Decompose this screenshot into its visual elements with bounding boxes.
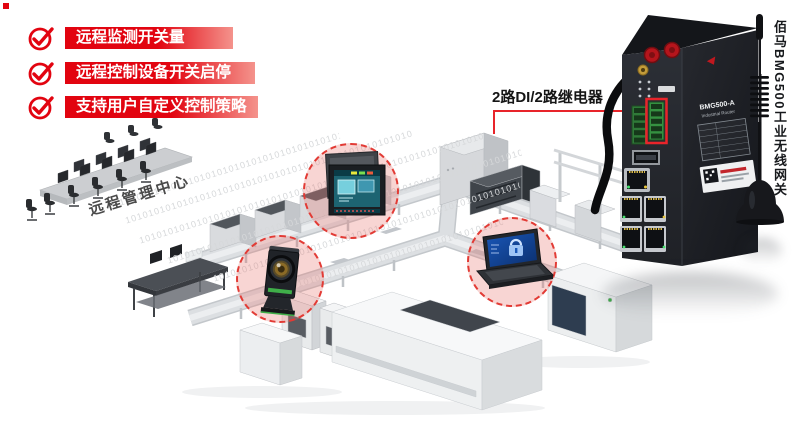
device-model-sub-text: Industrial Router <box>701 109 736 119</box>
whip-antenna <box>736 14 784 225</box>
office-chairs <box>26 118 163 221</box>
checkmark-circle-icon <box>27 59 55 87</box>
antenna-connector-knobs <box>637 41 681 76</box>
laptop-illustration <box>476 228 555 289</box>
feature-banner: 远程控制设备开关启停 <box>65 62 255 84</box>
lock-icon <box>509 238 523 256</box>
office-desks-illustration <box>26 118 193 221</box>
long-machine <box>331 291 543 411</box>
antenna-reflection <box>742 238 782 264</box>
product-name-vertical-label: 佰马BMG500工业无线网关 <box>772 20 787 198</box>
device-model-text: BMG500-A <box>699 100 735 112</box>
router-device: BMG500-A Industrial Router <box>620 15 758 266</box>
inspection-workstation <box>128 244 228 317</box>
di-relay-callout-label: 2路DI/2路继电器 <box>492 89 603 106</box>
vision-camera-illustration <box>260 245 300 317</box>
callout-line <box>493 110 495 134</box>
callout-line <box>493 110 651 112</box>
antenna-magnetic-base <box>736 180 784 222</box>
antenna-coil <box>750 76 769 118</box>
ethernet-lan-ports <box>620 196 666 252</box>
corner-accent-square <box>3 3 9 9</box>
brand-logo-mark <box>706 56 716 65</box>
checkmark-circle-icon <box>27 93 55 121</box>
feature-banner: 支持用户自定义控制策略 <box>65 96 258 118</box>
hmi-panel-illustration <box>325 151 386 216</box>
spotlight-hmi-panel <box>303 143 399 239</box>
device-label-sticker <box>699 159 757 193</box>
spotlight-vision-camera <box>236 235 324 323</box>
terminal-blocks <box>631 97 668 145</box>
led-indicators <box>638 80 675 98</box>
ethernet-wan-port <box>624 168 650 192</box>
spotlight-laptop <box>467 217 557 307</box>
front-panel: BMG500-A Industrial Router <box>697 56 757 193</box>
control-cabinet <box>439 132 541 216</box>
machine-cube <box>239 322 303 386</box>
usb-port <box>632 150 660 165</box>
checkmark-circle-icon <box>27 24 55 52</box>
device-reflection <box>602 272 778 316</box>
right-bottom-machine <box>547 262 653 353</box>
feature-banner: 远程监测开关量 <box>65 27 233 49</box>
di-relay-highlight-box <box>645 97 668 145</box>
